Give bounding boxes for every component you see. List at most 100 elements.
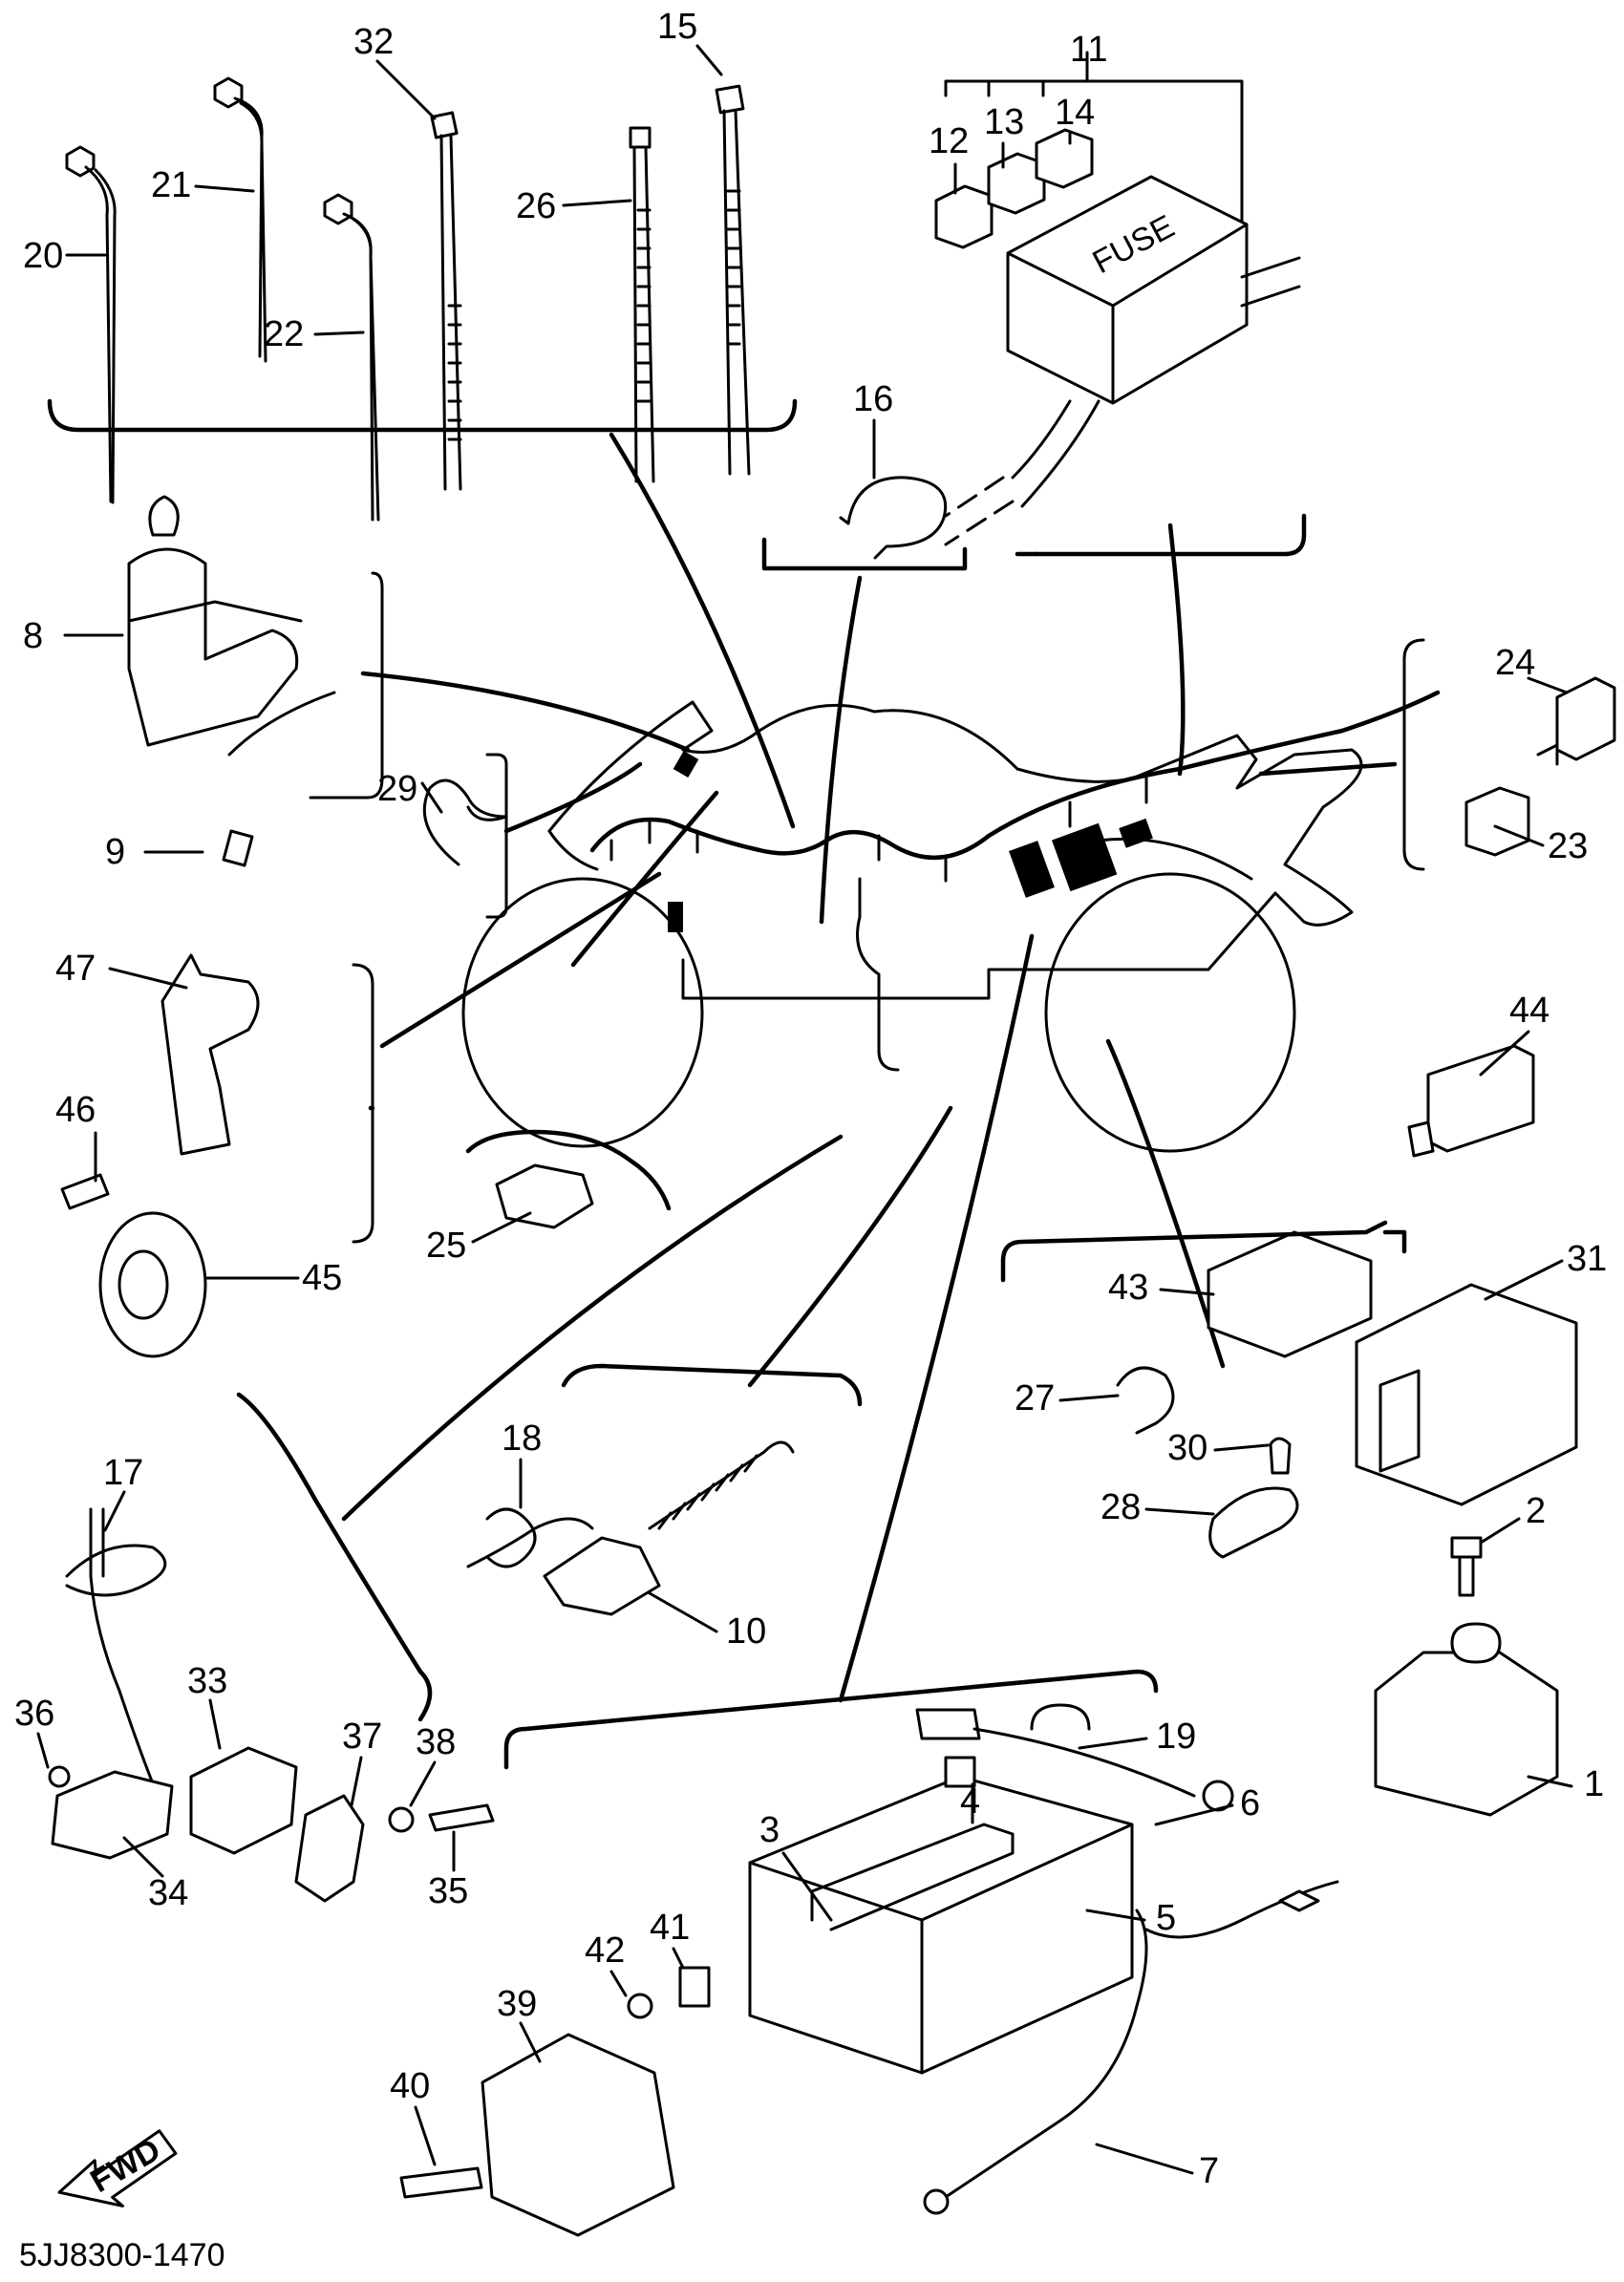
clamp-18 — [485, 1507, 537, 1568]
battery-group — [503, 1669, 1339, 2215]
fuse-box-group — [934, 51, 1307, 557]
terminal-4 — [944, 1756, 976, 1788]
relay-43 — [1207, 1230, 1373, 1358]
bracket-47 — [160, 953, 260, 1156]
holder-19 — [1030, 1703, 1091, 1731]
callout-2: 2 — [1526, 1491, 1546, 1531]
clamp-25 — [495, 1163, 594, 1229]
bolt-2 — [1450, 1536, 1483, 1597]
callout-39: 39 — [497, 1984, 537, 2024]
fwd-arrow-icon: FWD — [57, 2129, 178, 2207]
screw-9 — [222, 829, 254, 867]
callout-37: 37 — [342, 1717, 382, 1757]
callout-13: 13 — [984, 102, 1024, 142]
clip-16 — [839, 476, 947, 560]
cable-tie-22 — [323, 193, 353, 225]
rectifier-39 — [481, 2033, 675, 2237]
callout-45: 45 — [302, 1258, 342, 1298]
bolt-46 — [60, 1173, 110, 1210]
clamp-27 — [1116, 1366, 1175, 1435]
callout-21: 21 — [151, 165, 191, 205]
sensor-10 — [543, 1536, 661, 1616]
clip-29 — [422, 778, 508, 866]
callout-41: 41 — [650, 1908, 690, 1948]
callout-26: 26 — [516, 186, 556, 226]
callout-leaders — [36, 44, 1573, 2175]
callout-4: 4 — [960, 1781, 980, 1822]
sensor-33 — [189, 1746, 298, 1855]
callout-7: 7 — [1199, 2151, 1219, 2191]
main-switch-8 — [127, 547, 299, 747]
callout-23: 23 — [1548, 826, 1588, 866]
group-bracket-ties — [47, 398, 798, 433]
group-bracket-fuse — [1034, 513, 1307, 557]
callout-8: 8 — [23, 616, 43, 656]
diagram-code: 5JJ8300-1470 — [19, 2237, 225, 2273]
fuse-12 — [934, 184, 994, 249]
nut-36 — [48, 1765, 71, 1788]
clip-24 — [1555, 676, 1616, 761]
washer-38 — [388, 1806, 415, 1833]
callout-16: 16 — [853, 379, 893, 419]
callout-6: 6 — [1240, 1783, 1260, 1823]
cap-6 — [915, 1708, 981, 1740]
callout-40: 40 — [390, 2066, 430, 2106]
lever-37 — [294, 1794, 365, 1903]
callout-31: 31 — [1567, 1239, 1607, 1279]
callout-9: 9 — [105, 832, 125, 872]
plate-34 — [51, 1770, 174, 1860]
relay-44 — [1426, 1044, 1535, 1153]
callout-20: 20 — [23, 236, 63, 276]
fuse-14 — [1035, 128, 1094, 189]
starter-relay-1 — [1374, 1651, 1559, 1817]
sensor-group — [48, 1392, 495, 1903]
lead-7 — [944, 1880, 1339, 2199]
clip-23 — [1464, 786, 1530, 857]
bolt-40 — [399, 2166, 483, 2199]
cable-tie-32 — [430, 111, 459, 139]
callout-29: 29 — [377, 769, 417, 809]
callout-5: 5 — [1156, 1898, 1176, 1938]
screw-30 — [1269, 1437, 1292, 1475]
leader-arrows — [341, 432, 1398, 1703]
wire-harness — [589, 690, 1441, 1072]
main-switch-group — [127, 495, 384, 867]
clip-16-group — [761, 476, 968, 571]
callout-46: 46 — [55, 1090, 96, 1130]
battery-3 — [748, 1775, 1134, 2075]
band-5 — [810, 1823, 1015, 1931]
cable-tie-26 — [629, 126, 652, 149]
pickup-group — [466, 1363, 863, 1616]
clamp-25-group — [465, 1129, 672, 1229]
callout-14: 14 — [1055, 93, 1095, 133]
callout-42: 42 — [585, 1930, 625, 1971]
callout-1: 1 — [1584, 1764, 1604, 1804]
callout-24: 24 — [1495, 643, 1535, 683]
motorcycle-outline — [461, 700, 1363, 1153]
washer-42 — [627, 1993, 653, 2019]
relay-block — [1009, 841, 1055, 898]
fuse-box — [1006, 175, 1249, 405]
callout-25: 25 — [426, 1226, 466, 1266]
callout-32: 32 — [353, 22, 394, 62]
callout-34: 34 — [148, 1873, 188, 1913]
nut-41 — [678, 1966, 711, 2008]
callout-30: 30 — [1167, 1428, 1207, 1468]
callout-38: 38 — [416, 1722, 456, 1762]
callout-10: 10 — [726, 1611, 766, 1652]
callout-15: 15 — [657, 7, 697, 47]
callout-3: 3 — [759, 1810, 780, 1850]
callout-labels: 1 2 3 4 5 6 7 8 9 10 11 12 13 14 15 16 1… — [14, 7, 1607, 2191]
callout-22: 22 — [264, 314, 304, 354]
callout-33: 33 — [187, 1661, 227, 1701]
callout-18: 18 — [502, 1418, 542, 1459]
fuse-13 — [987, 152, 1046, 215]
screw-35 — [428, 1803, 495, 1832]
cover-28 — [1208, 1486, 1299, 1559]
callout-17: 17 — [103, 1453, 143, 1493]
relays-group — [1000, 1044, 1578, 1506]
callout-19: 19 — [1156, 1717, 1196, 1757]
callout-47: 47 — [55, 949, 96, 989]
horn-group — [60, 953, 375, 1358]
clip-29-group — [422, 753, 508, 919]
